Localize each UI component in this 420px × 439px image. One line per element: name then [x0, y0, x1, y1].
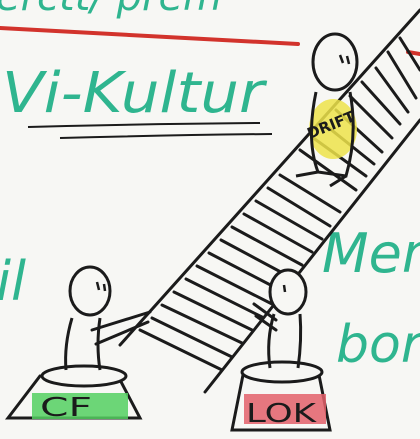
heading-vi-kultur: Vi-Kultur	[2, 61, 267, 126]
right-text-borge: borge	[336, 315, 420, 375]
left-figure-cf: CF	[8, 267, 150, 423]
lok-eye	[284, 285, 285, 292]
cf-pedestal-top	[42, 366, 126, 386]
lok-head	[270, 270, 306, 314]
top-figure-drift: DRIFT	[296, 34, 358, 186]
cf-arms	[92, 312, 150, 344]
lok-label: LOK	[246, 399, 317, 429]
heading-underline-2	[60, 134, 272, 138]
left-fragment-text: il	[0, 250, 26, 313]
top-fragment-text: erctt/ prem	[0, 0, 222, 20]
right-figure-lok: LOK	[232, 270, 330, 430]
red-divider-line	[0, 28, 298, 44]
cf-label: CF	[40, 393, 92, 423]
drift-head	[313, 34, 357, 90]
lok-body	[269, 314, 301, 368]
right-text-men: Men	[322, 222, 420, 285]
lok-pedestal-top	[242, 362, 322, 382]
